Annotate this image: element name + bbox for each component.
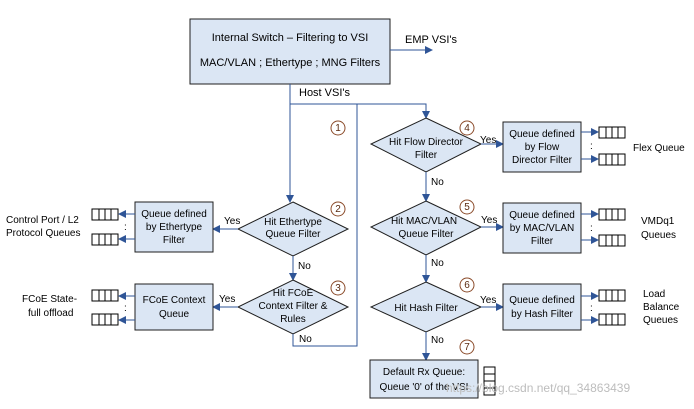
yes-label: Yes: [480, 135, 496, 146]
fcoe-decision-label: Rules: [280, 314, 306, 325]
hash-queue-text: by Hash Filter: [511, 309, 573, 320]
macvlan-queue-text: Filter: [531, 236, 554, 247]
load-balance-label: Queues: [643, 315, 678, 326]
step-marker: 5: [459, 199, 475, 215]
queue-icon: [598, 153, 626, 166]
macvlan-decision-label: Queue Filter: [398, 229, 454, 240]
fcoe-context-queue-text: FCoE Context: [143, 295, 206, 306]
step-marker: 4: [459, 120, 475, 136]
hash-queue-text: Queue defined: [509, 295, 575, 306]
macvlan-queue-box: [502, 202, 582, 254]
macvlan-decision-label: Hit MAC/VLAN: [391, 216, 457, 227]
svg-text:5: 5: [464, 202, 470, 213]
yes-label: Yes: [481, 215, 497, 226]
default-rx-queue-text: Queue '0' of the VSI: [380, 382, 469, 393]
queue-icon: [598, 126, 626, 139]
queue-ellipsis: :: [124, 303, 127, 314]
ethertype-queue-box: [134, 201, 214, 253]
internal-switch-filters: MAC/VLAN ; Ethertype ; MNG Filters: [200, 57, 381, 69]
load-balance-label: Load: [643, 289, 665, 300]
macvlan-queue-text: by MAC/VLAN: [510, 223, 574, 234]
fcoe-context-queue-text: Queue: [159, 309, 189, 320]
vmdq-label: Queues: [641, 230, 676, 241]
vmdq-label: VMDq1: [641, 216, 675, 227]
step-marker: 2: [330, 201, 346, 217]
hash-queue-box: [502, 283, 582, 331]
ethertype-queue-text: Queue defined: [141, 209, 207, 220]
queue-icon: [598, 289, 626, 302]
svg-text:6: 6: [464, 280, 470, 291]
watermark: https://blog.csdn.net/qq_34863439: [446, 381, 630, 395]
hash-decision-label: Hit Hash Filter: [394, 303, 458, 314]
internal-switch-box: [189, 18, 391, 85]
step-marker: 7: [459, 339, 475, 355]
ethertype-decision-label: Queue Filter: [265, 229, 321, 240]
queue-icon: [598, 208, 626, 221]
no-label: No: [431, 335, 444, 346]
fcoe-context-queue-box: [134, 283, 214, 331]
emp-vsi-label: EMP VSI's: [405, 34, 458, 46]
queue-icon: [483, 366, 496, 396]
svg-text:4: 4: [464, 123, 470, 134]
queue-icon: [91, 289, 119, 302]
queue-ellipsis: :: [590, 223, 593, 234]
no-label: No: [431, 177, 444, 188]
yes-label: Yes: [480, 295, 496, 306]
ethertype-queue-text: by Ethertype: [146, 222, 203, 233]
queue-icon: [91, 313, 119, 326]
flow-director-decision-label: Hit Flow Director: [389, 137, 464, 148]
host-vsi-label: Host VSI's: [299, 87, 351, 99]
step-marker: 6: [459, 277, 475, 293]
ethertype-queue-text: Filter: [163, 235, 186, 246]
svg-text:7: 7: [464, 342, 470, 353]
no-label: No: [431, 258, 444, 269]
queue-icon: [91, 233, 119, 246]
svg-text:1: 1: [335, 123, 341, 134]
ethertype-decision-label: Hit Ethertype: [264, 217, 322, 228]
flow-director-queue-text: by Flow: [525, 142, 560, 153]
flow-director-queue-box: [502, 121, 582, 173]
yes-label: Yes: [219, 294, 235, 305]
flow-director-queue-text: Director Filter: [512, 155, 573, 166]
fcoe-decision-label: Context Filter &: [259, 301, 328, 312]
fcoe-no-connector: [292, 104, 358, 347]
svg-text:2: 2: [335, 204, 341, 215]
queue-icon: [598, 313, 626, 326]
fcoe-offload-label: full offload: [28, 308, 73, 319]
fcoe-decision-label: Hit FCoE: [273, 288, 314, 299]
flex-queue-label: Flex Queue: [633, 143, 685, 154]
default-rx-queue-text: Default Rx Queue:: [383, 367, 465, 378]
host-to-flow-connector: [290, 103, 430, 119]
svg-text:3: 3: [335, 283, 341, 294]
flow-director-queue-text: Queue defined: [509, 129, 575, 140]
step-marker: 1: [330, 120, 346, 136]
yes-label: Yes: [224, 216, 240, 227]
queue-ellipsis: :: [590, 303, 593, 314]
macvlan-queue-text: Queue defined: [509, 210, 575, 221]
queue-ellipsis: :: [124, 222, 127, 233]
no-label: No: [299, 334, 312, 345]
step-marker: 3: [330, 280, 346, 296]
control-port-label: Control Port / L2: [6, 215, 79, 226]
no-label: No: [298, 261, 311, 272]
default-rx-queue-box: [369, 359, 479, 399]
control-port-label: Protocol Queues: [6, 228, 81, 239]
flow-director-decision-label: Filter: [415, 150, 438, 161]
queue-icon: [598, 234, 626, 247]
load-balance-label: Balance: [643, 302, 680, 313]
internal-switch-title: Internal Switch – Filtering to VSI: [212, 32, 369, 44]
queue-ellipsis: :: [590, 141, 593, 152]
queue-icon: [91, 208, 119, 221]
fcoe-offload-label: FCoE State-: [22, 294, 77, 305]
